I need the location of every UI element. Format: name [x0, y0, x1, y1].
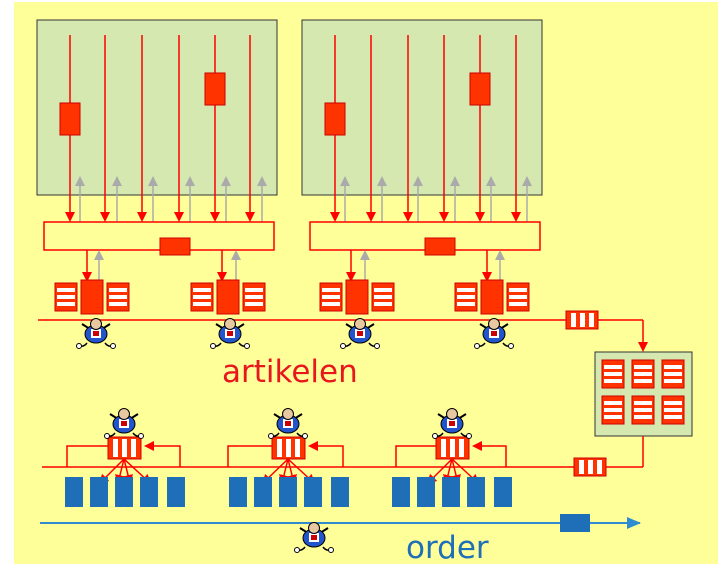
bar-to-station-arrows: [82, 250, 505, 282]
order-boxes-1: [65, 477, 185, 507]
tote-icon: [573, 457, 607, 477]
pick-station-3: [319, 279, 395, 315]
order-station-1: [66, 436, 181, 485]
pick-station-2: [190, 279, 266, 315]
order-flow-line: [40, 514, 641, 532]
storage-grey-lines: [75, 176, 532, 222]
label-order: order: [406, 530, 489, 566]
label-artikelen: artikelen: [222, 354, 358, 390]
pick-station-1: [54, 279, 130, 315]
lift-bar-right: [309, 221, 541, 256]
order-station-3: [395, 436, 507, 485]
lift-bar-left: [43, 221, 275, 256]
pick-station-4: [454, 279, 530, 315]
order-boxes-2: [229, 477, 349, 507]
storage-items: [59, 72, 491, 136]
order-box-icon: [560, 514, 590, 532]
tote-icon: [565, 310, 599, 330]
order-boxes-3: [392, 477, 512, 507]
storage-red-lines: [65, 35, 521, 222]
article-conveyor: [38, 310, 648, 352]
buffer-storage: [594, 351, 693, 437]
